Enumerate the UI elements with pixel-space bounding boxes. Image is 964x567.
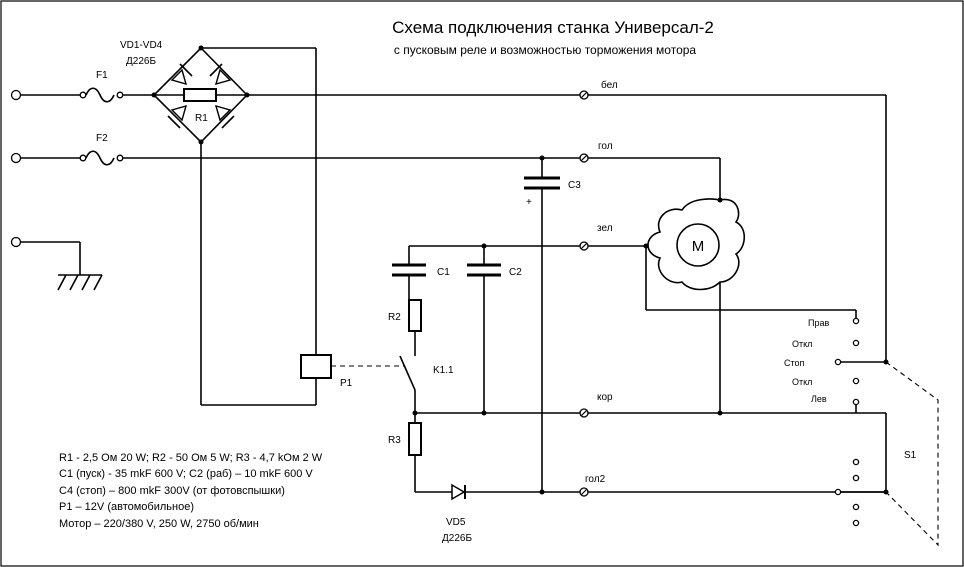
relay-p1-coil bbox=[300, 354, 332, 379]
capacitor-c3-label: C3 bbox=[568, 180, 581, 191]
wire-label-zel: зел bbox=[597, 223, 613, 234]
spec-line: C4 (стоп) – 800 mkF 300V (от фотовспышки… bbox=[59, 485, 285, 497]
wire-terminals bbox=[579, 90, 589, 497]
relay-contact-k11 bbox=[399, 355, 418, 416]
resistor-r1 bbox=[154, 88, 247, 102]
switch-s1-contacts bbox=[834, 317, 860, 527]
bridge-part-label: Д226Б bbox=[126, 56, 156, 67]
start-cap-bus bbox=[409, 243, 646, 249]
capacitor-c2 bbox=[467, 246, 501, 416]
input-terminal-2 bbox=[10, 152, 22, 164]
motor-label: M bbox=[692, 238, 705, 255]
resistor-r2 bbox=[408, 299, 422, 356]
wire-label-bel: бел bbox=[601, 79, 618, 91]
fuse-f1 bbox=[79, 91, 124, 99]
switch-pos-prav: Прав bbox=[808, 318, 829, 328]
capacitor-c1-label: C1 bbox=[437, 267, 450, 278]
wire-label-gol: гол bbox=[598, 141, 613, 152]
resistor-r3-label: R3 bbox=[388, 435, 401, 446]
component-specs: R1 - 2,5 Ом 20 W; R2 - 50 Ом 5 W; R3 - 4… bbox=[59, 452, 323, 530]
diode-vd5 bbox=[415, 483, 886, 501]
resistor-r1-label: R1 bbox=[195, 113, 208, 124]
wire-label-kor: кор bbox=[597, 392, 613, 403]
fuse-f1-label: F1 bbox=[96, 70, 108, 81]
fuse-f2-label: F2 bbox=[96, 133, 108, 144]
spec-line: C1 (пуск) - 35 mkF 600 V; C2 (раб) – 10 … bbox=[59, 468, 313, 480]
spec-line: P1 – 12V (автомобильное) bbox=[59, 501, 194, 513]
line-1-wire bbox=[21, 87, 887, 362]
motor-wires bbox=[645, 246, 857, 413]
relay-p1-label: P1 bbox=[340, 378, 353, 389]
wire-label-gol2: гол2 bbox=[585, 474, 606, 485]
input-terminal-1 bbox=[10, 89, 22, 101]
resistor-r2-label: R2 bbox=[388, 312, 401, 323]
spec-line: Мотор – 220/380 V, 250 W, 2750 об/мин bbox=[59, 518, 259, 530]
relay-feed-wires bbox=[200, 47, 317, 406]
diode-vd5-label: VD5 bbox=[446, 517, 466, 528]
capacitor-c3-polarity: + bbox=[526, 197, 532, 208]
switch-pos-otkl-2: Откл bbox=[792, 377, 812, 387]
switch-pos-stop: Стоп bbox=[784, 358, 805, 368]
capacitor-c2-label: C2 bbox=[509, 267, 522, 278]
switch-s1-levers bbox=[841, 359, 889, 495]
relay-contact-label: K1.1 bbox=[433, 365, 454, 376]
motor-rotor bbox=[676, 223, 720, 267]
bridge-label: VD1-VD4 bbox=[120, 40, 163, 51]
fuse-f2 bbox=[79, 154, 124, 162]
diagram-title: Схема подключения станка Универсал-2 bbox=[392, 18, 714, 37]
spec-line: R1 - 2,5 Ом 20 W; R2 - 50 Ом 5 W; R3 - 4… bbox=[59, 452, 323, 464]
diode-vd5-part-label: Д226Б bbox=[442, 533, 472, 544]
diagram-subtitle: с пусковым реле и возможностью торможени… bbox=[394, 43, 697, 57]
switch-s1-label: S1 bbox=[904, 450, 917, 461]
capacitor-c3 bbox=[524, 155, 560, 495]
switch-pos-otkl-1: Откл bbox=[792, 339, 812, 349]
switch-s1-linkage bbox=[885, 361, 939, 547]
resistor-r3 bbox=[408, 413, 422, 492]
capacitor-c1 bbox=[392, 246, 426, 300]
line-2-wire bbox=[21, 150, 721, 200]
switch-pos-lev: Лев bbox=[811, 394, 827, 404]
ground-symbol-icon bbox=[21, 241, 103, 291]
motor-top-node bbox=[717, 197, 723, 203]
input-terminal-ground bbox=[10, 236, 22, 248]
